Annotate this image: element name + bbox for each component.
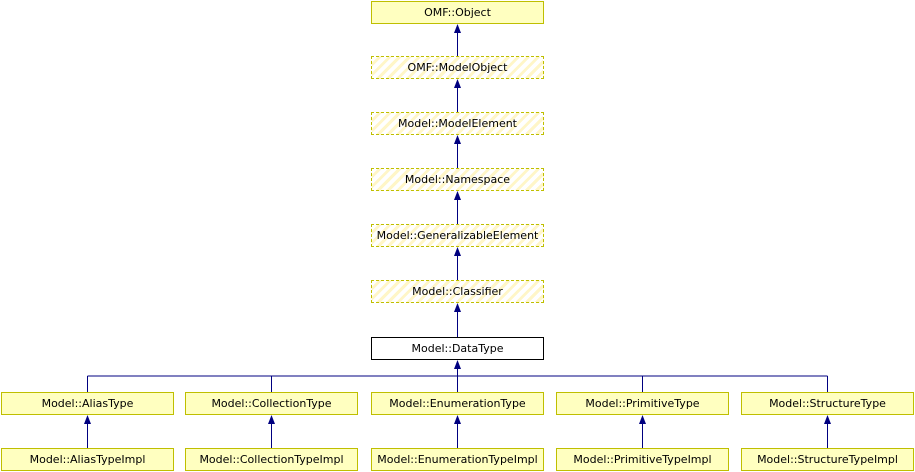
class-node-model-primitivetype[interactable]: Model::PrimitiveType	[556, 392, 729, 415]
arrowhead-model-enumerationtypeimpl-to-model-enumerationtype	[454, 415, 461, 424]
class-node-label: Model::PrimitiveType	[585, 397, 700, 410]
class-node-label: Model::Namespace	[404, 173, 511, 186]
arrowhead-model-collectiontypeimpl-to-model-collectiontype	[268, 415, 275, 424]
arrowhead-model-generalizableelement-to-model-namespace	[454, 191, 461, 200]
arrowhead-omf-modelobject-to-omf-object	[454, 24, 461, 33]
arrowhead-model-classifier-to-model-generalizableelement	[454, 247, 461, 256]
class-node-model-datatype[interactable]: Model::DataType	[371, 337, 544, 360]
class-node-label: Model::StructureTypeImpl	[757, 453, 898, 466]
class-node-model-collectiontypeimpl[interactable]: Model::CollectionTypeImpl	[185, 448, 358, 471]
class-node-model-generalizableelement[interactable]: Model::GeneralizableElement	[371, 224, 544, 247]
class-node-model-modelelement[interactable]: Model::ModelElement	[371, 112, 544, 135]
class-node-model-classifier[interactable]: Model::Classifier	[371, 280, 544, 303]
class-node-label: Model::AliasTypeImpl	[29, 453, 146, 466]
class-node-model-enumerationtypeimpl[interactable]: Model::EnumerationTypeImpl	[371, 448, 544, 471]
class-node-model-collectiontype[interactable]: Model::CollectionType	[185, 392, 358, 415]
class-node-label: Model::GeneralizableElement	[376, 229, 539, 242]
class-node-model-enumerationtype[interactable]: Model::EnumerationType	[371, 392, 544, 415]
class-node-model-namespace[interactable]: Model::Namespace	[371, 168, 544, 191]
class-node-label: Model::Classifier	[412, 285, 503, 298]
class-node-model-aliastype[interactable]: Model::AliasType	[1, 392, 174, 415]
class-node-label: Model::AliasType	[41, 397, 134, 410]
arrowhead-model-structuretypeimpl-to-model-structuretype	[824, 415, 831, 424]
class-node-label: Model::CollectionType	[211, 397, 332, 410]
arrowhead-model-aliastypeimpl-to-model-aliastype	[84, 415, 91, 424]
arrowhead-model-primitivetypeimpl-to-model-primitivetype	[639, 415, 646, 424]
class-node-model-structuretype[interactable]: Model::StructureType	[741, 392, 914, 415]
class-node-label: Model::EnumerationTypeImpl	[377, 453, 538, 466]
arrowhead-model-datatype-to-model-classifier	[454, 303, 461, 312]
class-node-label: Model::EnumerationType	[389, 397, 526, 410]
class-node-omf-modelobject[interactable]: OMF::ModelObject	[371, 56, 544, 79]
class-node-label: Model::ModelElement	[397, 117, 517, 130]
class-node-omf-object[interactable]: OMF::Object	[371, 1, 544, 24]
class-node-label: Model::DataType	[411, 342, 504, 355]
class-node-label: OMF::ModelObject	[407, 61, 508, 74]
class-node-model-primitivetypeimpl[interactable]: Model::PrimitiveTypeImpl	[556, 448, 729, 471]
arrowhead-to-datatype	[454, 360, 461, 369]
class-node-label: Model::PrimitiveTypeImpl	[573, 453, 712, 466]
class-node-label: Model::StructureType	[769, 397, 886, 410]
class-node-label: OMF::Object	[424, 6, 491, 19]
class-node-model-structuretypeimpl[interactable]: Model::StructureTypeImpl	[741, 448, 914, 471]
arrowhead-model-namespace-to-model-modelelement	[454, 135, 461, 144]
class-node-model-aliastypeimpl[interactable]: Model::AliasTypeImpl	[1, 448, 174, 471]
class-node-label: Model::CollectionTypeImpl	[199, 453, 344, 466]
arrowhead-model-modelelement-to-omf-modelobject	[454, 79, 461, 88]
